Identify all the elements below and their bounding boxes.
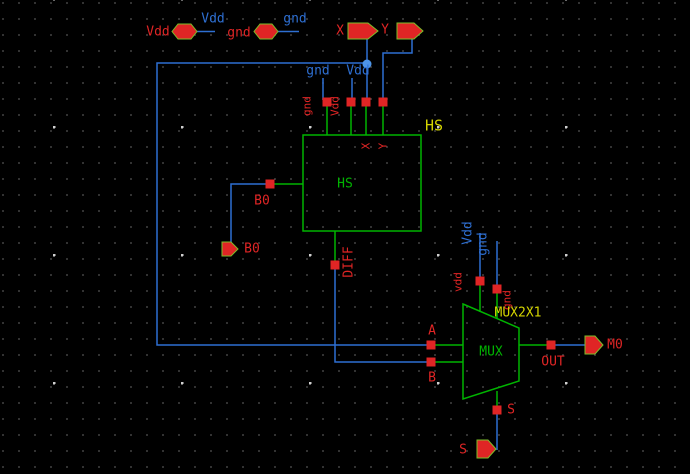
hs-vdd-net-label[interactable]: Vdd [346,63,370,79]
mux-symbol-body[interactable] [462,302,520,401]
mux-symbol-text: MUX [479,344,503,360]
hs-pin-label-y: Y [376,142,390,150]
s-terminal-label[interactable]: S [459,442,467,458]
m0-terminal-label[interactable]: M0 [607,337,623,353]
hs-pin-square-vdd[interactable] [346,97,356,107]
hs-pin-label-b0: B0 [254,193,270,209]
hs-pin-square-gnd[interactable] [322,97,332,107]
mux-pin-square-a[interactable] [426,340,436,350]
mux-pin-label-out: OUT [541,354,565,370]
wire-net-x-to-mux-a[interactable] [156,62,429,346]
vdd-terminal-label[interactable]: Vdd [146,24,170,40]
b0-terminal-label[interactable]: B0 [244,241,260,257]
terminal-pentagon-y[interactable] [396,22,424,40]
gnd-net-label[interactable]: gnd [283,11,307,27]
hs-symbol-text: HS [337,176,353,192]
hs-pin-label-diff: DIFF [341,246,357,278]
hs-instance-label[interactable]: HS [424,116,444,135]
vdd-net-label[interactable]: Vdd [201,11,225,27]
wire-y-to-hs[interactable] [382,38,413,98]
terminal-hexagon-vdd[interactable] [171,23,198,40]
wire-diff-to-mux-b[interactable] [334,269,429,363]
mux-pin-square-gnd[interactable] [492,284,502,294]
mux-pin-square-b[interactable] [426,357,436,367]
terminal-pentagon-b0[interactable] [221,241,239,257]
mux-pin-label-b: B [428,370,436,386]
hs-pin-square-b0[interactable] [265,179,275,189]
hs-pin-square-y[interactable] [378,97,388,107]
mux-pin-label-s: S [507,402,515,418]
mux-pin-square-out[interactable] [546,340,556,350]
gnd-terminal-label[interactable]: gnd [227,25,251,41]
wire-junction-dot[interactable] [362,59,372,69]
wire-b0[interactable] [230,183,266,243]
mux-pin-square-s[interactable] [492,405,502,415]
hs-pin-label-vdd: Vdd [328,96,342,116]
mux-gnd-net-label[interactable]: gnd [475,232,491,256]
terminal-pentagon-m0[interactable] [584,335,604,355]
terminal-pentagon-s[interactable] [476,439,497,459]
x-terminal-label[interactable]: X [336,23,344,39]
hs-gnd-net-label[interactable]: gnd [306,63,330,79]
terminal-hexagon-gnd[interactable] [253,23,279,40]
mux-pin-label-a: A [428,323,436,339]
y-terminal-label[interactable]: Y [381,22,389,38]
mux-pin-label-vdd: vdd [451,272,465,292]
hs-pin-label-gnd: gnd [300,96,314,116]
hs-pin-square-diff[interactable] [330,260,340,270]
hs-pin-label-x: X [359,142,373,150]
hs-symbol-body[interactable] [302,134,422,232]
mux-instance-label[interactable]: MUX2X1 [494,305,542,321]
mux-vdd-net-label[interactable]: Vdd [460,221,476,245]
mux-pin-square-vdd[interactable] [475,276,485,286]
terminal-pentagon-x[interactable] [347,22,379,40]
hs-pin-square-x[interactable] [361,97,371,107]
